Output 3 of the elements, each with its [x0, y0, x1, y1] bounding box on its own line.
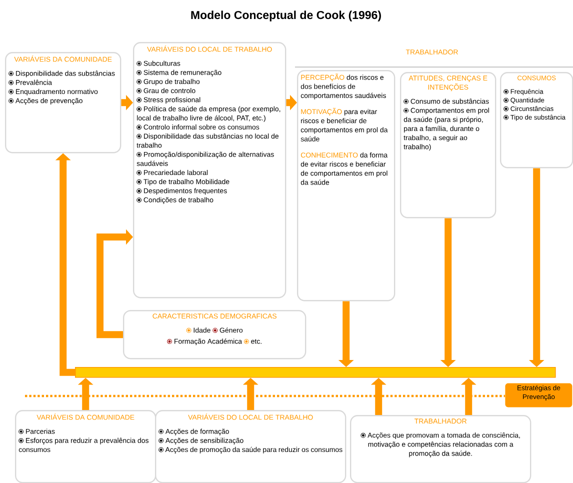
arrow [96, 229, 133, 338]
horizontal-bar [75, 367, 556, 378]
title: Modelo Conceptual de Cook (1996) [191, 10, 381, 22]
